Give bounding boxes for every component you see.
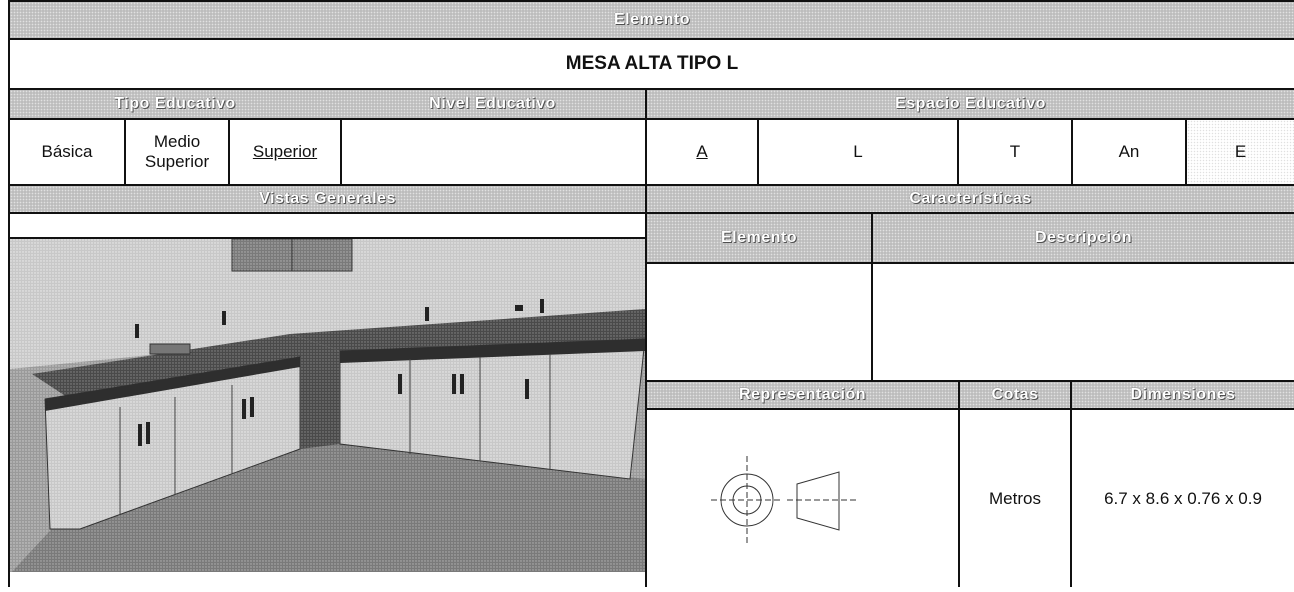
dimensiones-value: 6.7 x 8.6 x 0.76 x 0.9 bbox=[1104, 488, 1262, 508]
elemento-subheader-label: Elemento bbox=[720, 229, 797, 246]
vistas-generales-header: Vistas Generales bbox=[10, 184, 645, 212]
technical-drawing-icon bbox=[711, 456, 859, 546]
espacio-option-t[interactable]: T bbox=[957, 118, 1071, 184]
l-shaped-lab-table-image bbox=[10, 239, 645, 572]
elemento-subheader: Elemento bbox=[645, 212, 871, 262]
descripcion-value-cell bbox=[871, 262, 1294, 380]
nivel-option-superior[interactable]: Superior bbox=[228, 118, 340, 184]
espacio-option-l[interactable]: L bbox=[757, 118, 957, 184]
descripcion-subheader-label: Descripción bbox=[1034, 229, 1133, 246]
dimensiones-label: Dimensiones bbox=[1130, 386, 1236, 403]
nivel-option-label: Básica bbox=[41, 142, 93, 162]
espacio-educativo-header: Espacio Educativo bbox=[645, 88, 1294, 118]
nivel-option-basica[interactable]: Básica bbox=[10, 118, 124, 184]
nivel-empty-cell bbox=[340, 118, 645, 184]
document-frame bbox=[8, 0, 1294, 587]
representacion-label: Representación bbox=[738, 386, 867, 403]
cotas-value-cell: Metros bbox=[958, 408, 1070, 587]
dimensiones-value-cell: 6.7 x 8.6 x 0.76 x 0.9 bbox=[1070, 408, 1294, 587]
nivel-option-label: Superior bbox=[252, 142, 318, 162]
cotas-label: Cotas bbox=[991, 386, 1039, 403]
espacio-option-label: L bbox=[853, 142, 863, 162]
espacio-option-label: T bbox=[1009, 142, 1021, 162]
elemento-value-cell bbox=[645, 262, 871, 380]
nivel-educativo-header: Nivel Educativo bbox=[340, 88, 645, 118]
tipo-educativo-header: Tipo Educativo bbox=[10, 88, 340, 118]
furniture-photo bbox=[10, 237, 645, 572]
element-section-header: Elemento bbox=[10, 0, 1294, 38]
cotas-header: Cotas bbox=[958, 380, 1070, 408]
page-title: MESA ALTA TIPO L bbox=[10, 38, 1294, 88]
nivel-option-medio-superior[interactable]: Medio Superior bbox=[124, 118, 228, 184]
caracteristicas-header: Características bbox=[645, 184, 1294, 212]
nivel-option-label: Medio Superior bbox=[144, 132, 210, 171]
element-section-label: Elemento bbox=[613, 11, 690, 28]
tipo-educativo-label: Tipo Educativo bbox=[114, 95, 236, 112]
nivel-educativo-label: Nivel Educativo bbox=[429, 95, 556, 112]
vistas-blank-row bbox=[10, 212, 645, 237]
espacio-option-label: A bbox=[696, 142, 708, 162]
espacio-option-label: An bbox=[1118, 142, 1140, 162]
espacio-option-an[interactable]: An bbox=[1071, 118, 1185, 184]
vistas-generales-label: Vistas Generales bbox=[259, 190, 396, 207]
espacio-educativo-label: Espacio Educativo bbox=[895, 95, 1046, 112]
page-title-text: MESA ALTA TIPO L bbox=[565, 53, 739, 75]
espacio-option-label: E bbox=[1234, 142, 1247, 162]
espacio-option-a[interactable]: A bbox=[645, 118, 757, 184]
cotas-value: Metros bbox=[989, 488, 1041, 508]
representacion-cell bbox=[645, 408, 958, 587]
dimensiones-header: Dimensiones bbox=[1070, 380, 1294, 408]
caracteristicas-label: Características bbox=[909, 190, 1032, 207]
descripcion-subheader: Descripción bbox=[871, 212, 1294, 262]
representacion-header: Representación bbox=[645, 380, 958, 408]
espacio-option-e[interactable]: E bbox=[1185, 118, 1294, 184]
